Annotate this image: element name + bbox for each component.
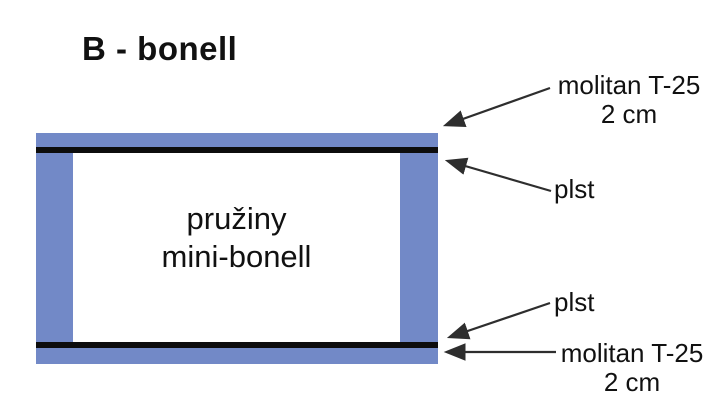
springs-core-label: pružiny mini-bonell bbox=[73, 200, 400, 276]
arrow-to-top-foam-icon bbox=[442, 86, 551, 128]
arrow-to-bottom-felt-icon bbox=[446, 301, 551, 340]
callout-top-felt: plst bbox=[554, 174, 595, 204]
callout-bottom-felt: plst bbox=[554, 287, 595, 317]
callout-bottom-foam-size: 2 cm bbox=[603, 367, 661, 397]
callout-top-foam-name: molitan T-25 bbox=[557, 70, 701, 100]
diagram-title: B - bonell bbox=[82, 30, 238, 67]
callout-bottom-foam-name: molitan T-25 bbox=[560, 338, 704, 368]
arrow-to-top-felt-icon bbox=[444, 157, 552, 193]
bottom-foam-layer bbox=[36, 348, 438, 364]
callout-top-foam: molitan T-25 2 cm bbox=[549, 71, 709, 129]
left-foam-side bbox=[36, 153, 73, 342]
callout-bottom-foam: molitan T-25 2 cm bbox=[556, 339, 708, 397]
bottom-felt-line bbox=[36, 342, 438, 348]
springs-label-line2: mini-bonell bbox=[161, 239, 312, 274]
right-foam-side bbox=[400, 153, 438, 342]
springs-label-line1: pružiny bbox=[186, 201, 287, 236]
top-foam-layer bbox=[36, 133, 438, 147]
callout-top-foam-size: 2 cm bbox=[600, 99, 658, 129]
top-felt-line bbox=[36, 147, 438, 153]
